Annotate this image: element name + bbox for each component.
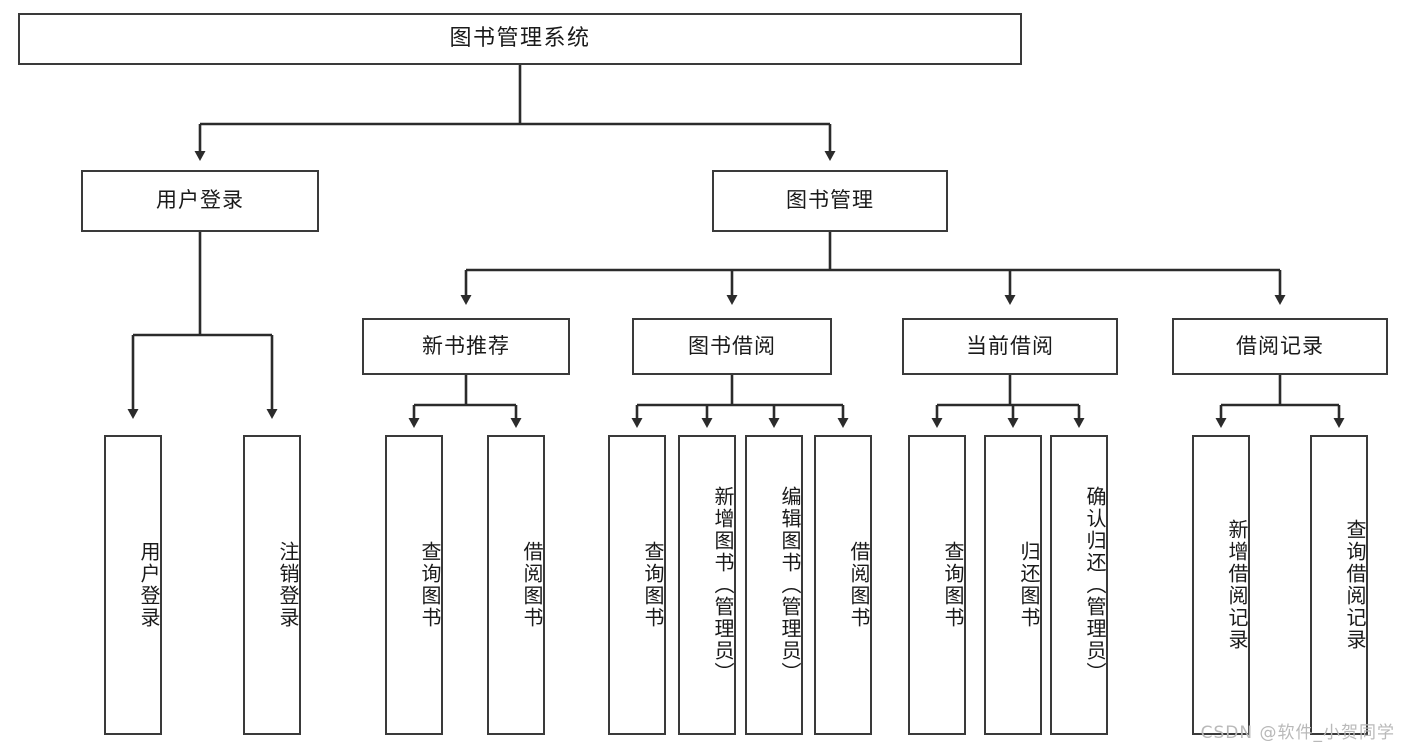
leaf-rec-query-label: 查询图书 xyxy=(418,541,442,629)
leaf-user-login[interactable]: 用户登录 xyxy=(104,435,162,735)
node-book-manage-label: 图书管理 xyxy=(786,188,874,213)
node-new-book-rec[interactable]: 新书推荐 xyxy=(362,318,570,375)
leaf-bor-query[interactable]: 查询图书 xyxy=(608,435,666,735)
node-current-borrow[interactable]: 当前借阅 xyxy=(902,318,1118,375)
leaf-rec-query2-label: 查询借阅记录 xyxy=(1343,519,1367,651)
leaf-cur-return[interactable]: 归还图书 xyxy=(984,435,1042,735)
node-root-label: 图书管理系统 xyxy=(449,25,591,51)
leaf-cur-query[interactable]: 查询图书 xyxy=(908,435,966,735)
leaf-cur-confirm[interactable]: 确认归还（管理员） xyxy=(1050,435,1108,735)
leaf-bor-borrow[interactable]: 借阅图书 xyxy=(814,435,872,735)
leaf-bor-borrow-label: 借阅图书 xyxy=(847,541,871,629)
leaf-user-login-label: 用户登录 xyxy=(137,541,161,629)
node-borrow-record[interactable]: 借阅记录 xyxy=(1172,318,1388,375)
leaf-cur-query-label: 查询图书 xyxy=(941,541,965,629)
leaf-bor-edit[interactable]: 编辑图书（管理员） xyxy=(745,435,803,735)
leaf-cur-confirm-label: 确认归还（管理员） xyxy=(1083,486,1107,684)
leaf-bor-add-label: 新增图书（管理员） xyxy=(711,486,735,684)
leaf-rec-borrow-label: 借阅图书 xyxy=(520,541,544,629)
node-borrow-record-label: 借阅记录 xyxy=(1236,333,1324,358)
node-book-manage[interactable]: 图书管理 xyxy=(712,170,948,232)
leaf-user-logout[interactable]: 注销登录 xyxy=(243,435,301,735)
leaf-bor-query-label: 查询图书 xyxy=(641,541,665,629)
leaf-rec-query[interactable]: 查询图书 xyxy=(385,435,443,735)
node-user-login-label: 用户登录 xyxy=(156,188,244,213)
node-new-book-rec-label: 新书推荐 xyxy=(422,333,510,358)
node-user-login[interactable]: 用户登录 xyxy=(81,170,319,232)
leaf-rec-add-label: 新增借阅记录 xyxy=(1225,519,1249,651)
node-current-borrow-label: 当前借阅 xyxy=(966,333,1054,358)
leaf-user-logout-label: 注销登录 xyxy=(276,541,300,629)
leaf-rec-query2[interactable]: 查询借阅记录 xyxy=(1310,435,1368,735)
leaf-rec-add[interactable]: 新增借阅记录 xyxy=(1192,435,1250,735)
leaf-bor-edit-label: 编辑图书（管理员） xyxy=(778,486,802,684)
node-book-borrow-label: 图书借阅 xyxy=(688,333,776,358)
leaf-bor-add[interactable]: 新增图书（管理员） xyxy=(678,435,736,735)
watermark: CSDN @软件_小贺同学 xyxy=(1200,723,1395,743)
leaf-rec-borrow[interactable]: 借阅图书 xyxy=(487,435,545,735)
leaf-cur-return-label: 归还图书 xyxy=(1017,541,1041,629)
node-book-borrow[interactable]: 图书借阅 xyxy=(632,318,832,375)
node-root[interactable]: 图书管理系统 xyxy=(18,13,1022,65)
